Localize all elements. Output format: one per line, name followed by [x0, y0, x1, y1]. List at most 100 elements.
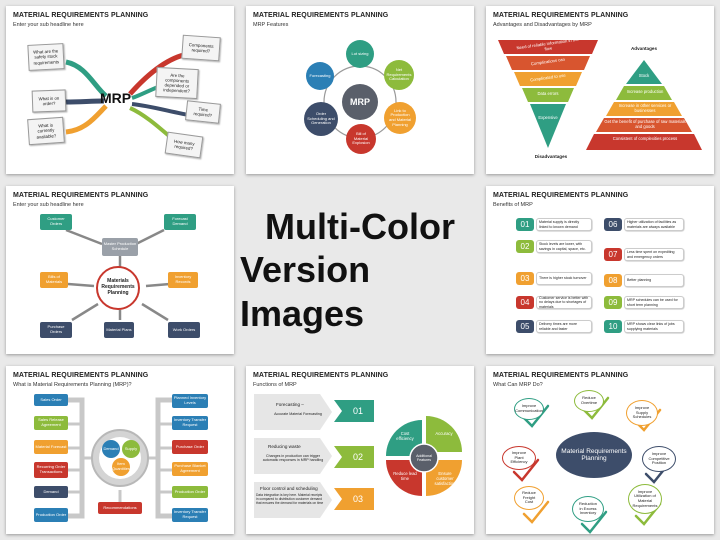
slide-mrp-hub[interactable]: MATERIAL REQUIREMENTS PLANNING Enter you… [6, 186, 234, 354]
advantage-label: Consistent of complexities process [612, 136, 678, 141]
hub-box: Customer Orders [40, 214, 72, 230]
function-number: 01 [352, 406, 363, 416]
hub-box: Master Production Schedule [102, 238, 138, 256]
benefit-text: Higher utilization of facilities as mate… [624, 218, 684, 231]
slide-title: MATERIAL REQUIREMENTS PLANNING [493, 192, 629, 199]
mrp-benefit-circle: Reduce Overtime [574, 390, 604, 412]
function-text: Accurate Material Forecasting [274, 412, 322, 416]
input-box: Production Order [34, 508, 68, 522]
hub-arrows [65, 228, 171, 322]
benefit-text: Material supply is directly linked to kn… [536, 218, 592, 231]
hub-box: Work Orders [168, 322, 200, 338]
checkmark-icons [512, 396, 672, 534]
output-box: Inventory Transfer Request [172, 508, 208, 522]
slide-benefits[interactable]: MATERIAL REQUIREMENTS PLANNING Benefits … [486, 186, 714, 354]
benefit-text: MRP schedules can be used for short term… [624, 296, 684, 309]
slide-advantages-disadvantages[interactable]: MATERIAL REQUIREMENTS PLANNING Advantage… [486, 6, 714, 174]
slide-title: MATERIAL REQUIREMENTS PLANNING [13, 372, 149, 379]
benefit-number: 02 [516, 240, 534, 253]
advantage-label: Increase production [626, 89, 664, 94]
recommendations-box: Recommendations [98, 502, 142, 514]
slide-title: MATERIAL REQUIREMENTS PLANNING [253, 12, 389, 19]
slide-mrp-features[interactable]: MATERIAL REQUIREMENTS PLANNING MRP Featu… [246, 6, 474, 174]
mrp-benefit-circle: Reduction in Excess Inventory [572, 496, 604, 522]
benefit-number: 05 [516, 320, 534, 333]
mindmap-note: What is currently available? [27, 116, 65, 146]
hub-box: Inventory Records [168, 272, 198, 288]
mindmap-note: Time required? [185, 100, 221, 124]
benefit-number: 03 [516, 272, 534, 285]
function-number: 02 [352, 452, 363, 462]
center-title-line1: Multi-Color [265, 206, 455, 248]
features-center: MRP [342, 84, 378, 120]
input-box: Recurring Order Transactions [34, 462, 68, 478]
mrp-benefit-circle: Improve Communication [514, 398, 544, 420]
feature-circle: Lot sizing [346, 40, 374, 68]
output-box: Planned Inventory Levels [172, 394, 208, 408]
function-text: Data integration is key here. Material r… [256, 493, 324, 505]
output-box: Purchase Blanket Agreement [172, 462, 208, 476]
feature-circle: Net Requirements Calculation [384, 60, 414, 90]
benefit-text: There is higher stock turnover [536, 272, 592, 285]
pyramid-graphic [498, 40, 702, 150]
benefit-text: Less time spent on expediting and emerge… [624, 248, 684, 261]
advantages-heading: Advantages [630, 46, 658, 51]
benefit-text: MRP shows clear links of jobs supplying … [624, 320, 684, 333]
feature-circle: Bill of Material Explosion [346, 124, 376, 154]
disadvantage-label: Data errors [537, 91, 559, 96]
benefit-number: 10 [604, 320, 622, 333]
benefit-number: 04 [516, 296, 534, 309]
mrp-benefit-circle: Improve Supply Schedules [626, 400, 658, 426]
benefit-text: Customer service is better with no delay… [536, 296, 592, 309]
function-heading: Floor control and scheduling [260, 486, 318, 491]
mrp-benefit-circle: Improve Competitive Position [642, 446, 676, 472]
center-title-line2: Version Images [240, 249, 371, 334]
mindmap-note: Components required? [181, 34, 221, 62]
hub-demand: Demand [102, 440, 120, 458]
function-number: 03 [352, 494, 363, 504]
hub-box: Purchase Orders [40, 322, 72, 338]
slide-mrp-mindmap[interactable]: MATERIAL REQUIREMENTS PLANNING Enter you… [6, 6, 234, 174]
disadvantage-label: Expensive [538, 115, 558, 120]
wheel-segment: Reduce lead time [393, 471, 417, 481]
slide-subtitle: Enter your sub headline here [13, 22, 84, 28]
hub-item-quantities: Item Quantities [112, 458, 130, 476]
slide-title: MATERIAL REQUIREMENTS PLANNING [253, 372, 389, 379]
mindmap-center: MRP [100, 90, 132, 106]
slide-subtitle: Enter your sub headline here [13, 202, 84, 208]
wheel-segment: Ensure customer satisfaction [434, 471, 456, 486]
mindmap-note: What is on order? [31, 89, 67, 113]
hub-box: Bills of Materials [40, 272, 68, 288]
slide-title: MATERIAL REQUIREMENTS PLANNING [493, 372, 629, 379]
benefit-text: Stock levels are lower, with savings in … [536, 240, 592, 253]
mrp-benefit-circle: Improve Utilization of Material Requirem… [628, 484, 662, 514]
benefit-number: 01 [516, 218, 534, 231]
output-box: Inventory Transfer Request [172, 416, 208, 430]
slide-title: MATERIAL REQUIREMENTS PLANNING [13, 12, 149, 19]
input-box: Sales Release Agreement [34, 416, 68, 430]
advantage-label: Increase in other services or businesses [618, 103, 672, 113]
slide-what-is-mrp[interactable]: MATERIAL REQUIREMENTS PLANNING What is M… [6, 366, 234, 534]
hub-center: Materials Requirements Planning [96, 266, 140, 310]
slide-subtitle: Benefits of MRP [493, 202, 533, 208]
wheel-segment: Cost efficiency [396, 431, 414, 441]
slide-subtitle: What Can MRP Do? [493, 382, 543, 388]
slide-subtitle: Functions of MRP [253, 382, 297, 388]
slide-title: MATERIAL REQUIREMENTS PLANNING [493, 12, 629, 19]
wheel-segment: Accuracy [435, 431, 453, 436]
slide-subtitle: MRP Features [253, 22, 289, 28]
advantage-label: Get the benefit of purchase of raw mater… [604, 119, 686, 129]
function-heading: Forecasting – [276, 402, 304, 407]
function-heading: Reducing waste [268, 444, 301, 449]
hub-supply: Supply [122, 440, 140, 458]
hub-box: Material Plans [104, 322, 134, 338]
slide-functions[interactable]: MATERIAL REQUIREMENTS PLANNING Functions… [246, 366, 474, 534]
center-title: Multi-Color Version Images [240, 180, 480, 360]
benefit-number: 07 [604, 248, 622, 261]
slide-what-can-mrp-do[interactable]: MATERIAL REQUIREMENTS PLANNING What Can … [486, 366, 714, 534]
wheel-center: Additional Features [416, 454, 432, 463]
slide-subtitle: Advantages and Disadvantages by MRP [493, 22, 592, 28]
benefit-number: 06 [604, 218, 622, 231]
mrp-center-ellipse: Material Requirements Planning [556, 432, 632, 478]
feature-circle: Link to Production and Material Planning [384, 102, 416, 134]
